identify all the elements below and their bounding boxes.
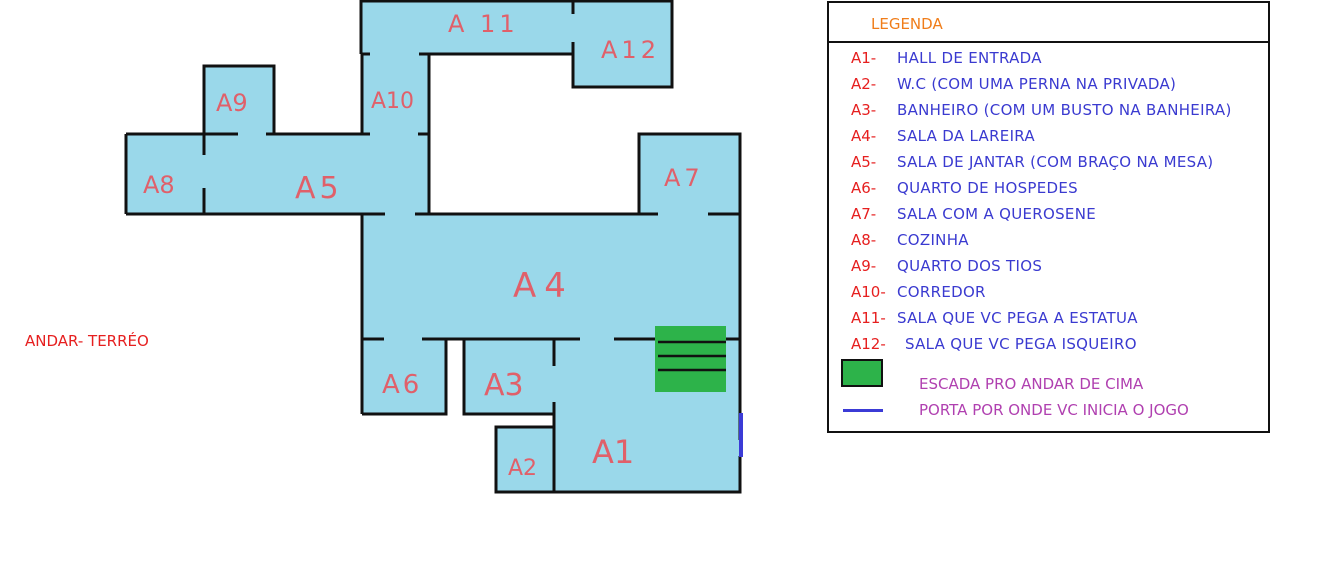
legend-item-desc: QUARTO DOS TIOS bbox=[897, 257, 1043, 275]
legend-box: LEGENDA A1- HALL DE ENTRADA A2- W.C (COM… bbox=[827, 1, 1270, 433]
legend-item-desc: BANHEIRO (COM UM BUSTO NA BANHEIRA) bbox=[897, 101, 1232, 119]
floor-label: ANDAR- TERRÉO bbox=[25, 332, 149, 350]
legend-item-desc: COZINHA bbox=[897, 231, 969, 249]
legend-door-swatch bbox=[843, 409, 883, 412]
room-fills bbox=[126, 1, 740, 492]
legend-item: A2- W.C (COM UMA PERNA NA PRIVADA) bbox=[829, 75, 1268, 99]
legend-item-desc: SALA DA LAREIRA bbox=[897, 127, 1035, 145]
room-a10-fill bbox=[362, 54, 429, 134]
room-a1-label: A1 bbox=[592, 433, 634, 471]
legend-item-desc: SALA QUE VC PEGA A ESTATUA bbox=[897, 309, 1138, 327]
legend-item-code: A11- bbox=[851, 309, 886, 327]
legend-item-code: A3- bbox=[851, 101, 877, 119]
legend-item-code: A4- bbox=[851, 127, 877, 145]
legend-item: A3- BANHEIRO (COM UM BUSTO NA BANHEIRA) bbox=[829, 101, 1268, 125]
room-a11-label: A 11 bbox=[448, 10, 519, 38]
room-a5-fill bbox=[204, 134, 429, 214]
legend-item-desc: SALA DE JANTAR (COM BRAÇO NA MESA) bbox=[897, 153, 1214, 171]
wall-a9 bbox=[202, 64, 276, 134]
legend-item: A10- CORREDOR bbox=[829, 283, 1268, 307]
legend-item: A8- COZINHA bbox=[829, 231, 1268, 255]
legend-header: LEGENDA bbox=[829, 3, 1268, 43]
legend-item: A7- SALA COM A QUEROSENE bbox=[829, 205, 1268, 229]
room-a10-label: A10 bbox=[371, 89, 414, 114]
wall-a2 bbox=[494, 425, 742, 494]
legend-door-text: PORTA POR ONDE VC INICIA O JOGO bbox=[919, 401, 1189, 419]
legend-item: A5- SALA DE JANTAR (COM BRAÇO NA MESA) bbox=[829, 153, 1268, 177]
legend-item: A12- SALA QUE VC PEGA ISQUEIRO bbox=[829, 335, 1268, 359]
legend-item: A6- QUARTO DE HOSPEDES bbox=[829, 179, 1268, 203]
room-labels: A 11 A12 A10 A9 A8 A5 A7 A4 A6 A3 A1 A2 bbox=[143, 10, 704, 481]
room-a9-fill bbox=[204, 66, 274, 134]
room-a5-label: A5 bbox=[295, 171, 343, 206]
legend-item-desc: W.C (COM UMA PERNA NA PRIVADA) bbox=[897, 75, 1177, 93]
room-a12-label: A12 bbox=[601, 36, 660, 64]
room-a2-label: A2 bbox=[508, 456, 537, 481]
room-a4-label: A4 bbox=[513, 266, 574, 306]
room-a8-label: A8 bbox=[143, 171, 175, 199]
wall-a6 bbox=[362, 339, 448, 416]
legend-item-code: A5- bbox=[851, 153, 877, 171]
room-a3-fill bbox=[464, 339, 554, 414]
room-a6-label: A6 bbox=[382, 370, 422, 400]
room-a7-label: A7 bbox=[664, 164, 704, 192]
legend-item-code: A1- bbox=[851, 49, 877, 67]
legend-item: A9- QUARTO DOS TIOS bbox=[829, 257, 1268, 281]
wall-a7 bbox=[637, 132, 742, 440]
legend-item-desc: HALL DE ENTRADA bbox=[897, 49, 1042, 67]
walls bbox=[124, 0, 742, 494]
legend-item-code: A6- bbox=[851, 179, 877, 197]
legend-item-code: A8- bbox=[851, 231, 877, 249]
legend-stairs-text: ESCADA PRO ANDAR DE CIMA bbox=[919, 375, 1144, 393]
legend-item: A4- SALA DA LAREIRA bbox=[829, 127, 1268, 151]
legend-item-code: A7- bbox=[851, 205, 877, 223]
legend-item-desc: QUARTO DE HOSPEDES bbox=[897, 179, 1078, 197]
wall-a3 bbox=[462, 339, 554, 416]
wall-a11-top bbox=[359, 0, 674, 89]
stairs bbox=[655, 326, 726, 392]
room-a4-fill bbox=[362, 214, 740, 339]
stairs-block bbox=[655, 326, 726, 392]
room-a8-fill bbox=[126, 134, 204, 214]
room-a11-fill bbox=[361, 1, 573, 54]
legend-item-code: A2- bbox=[851, 75, 877, 93]
legend-item: A1- HALL DE ENTRADA bbox=[829, 49, 1268, 73]
room-a7-fill bbox=[639, 134, 740, 215]
legend-item-code: A10- bbox=[851, 283, 886, 301]
floor-plan: A 11 A12 A10 A9 A8 A5 A7 A4 A6 A3 A1 A2 bbox=[124, 0, 743, 494]
room-a9-label: A9 bbox=[216, 89, 248, 117]
room-a6-fill bbox=[362, 339, 446, 414]
legend-item: A11- SALA QUE VC PEGA A ESTATUA bbox=[829, 309, 1268, 333]
legend-item-code: A9- bbox=[851, 257, 877, 275]
room-a3-label: A3 bbox=[484, 368, 524, 403]
legend-item-code: A12- bbox=[851, 335, 886, 353]
legend-stairs-swatch bbox=[841, 359, 883, 387]
legend-item-desc: CORREDOR bbox=[897, 283, 986, 301]
room-a2-fill bbox=[496, 427, 554, 492]
room-a12-fill bbox=[573, 1, 672, 87]
legend-item-desc: SALA QUE VC PEGA ISQUEIRO bbox=[905, 335, 1137, 353]
legend-title: LEGENDA bbox=[871, 15, 943, 33]
legend-item-desc: SALA COM A QUEROSENE bbox=[897, 205, 1097, 223]
